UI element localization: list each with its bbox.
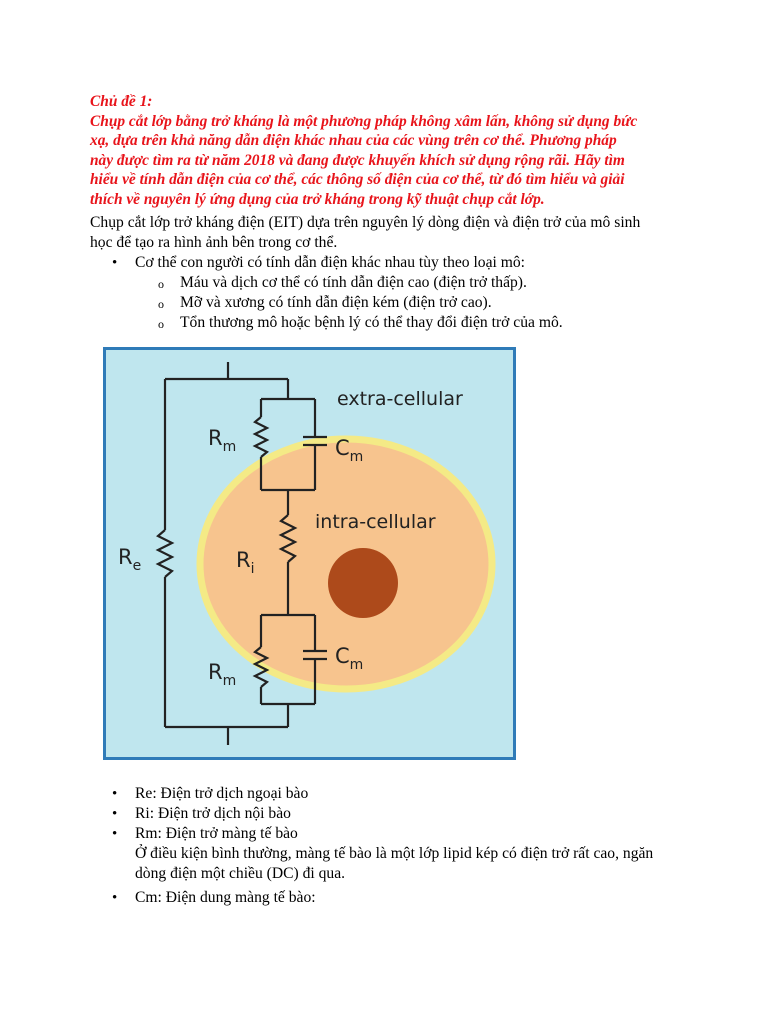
legend-section: • Re: Điện trở dịch ngoại bào • Ri: Điện… [90, 784, 710, 908]
cell-circuit-diagram: extra-cellular intra-cellular Rm Cm Re R… [103, 347, 516, 760]
circle-bullet-icon: o [158, 317, 164, 331]
topic-line: hiểu về tính dẫn điện của cơ thể, các th… [90, 171, 625, 188]
cm-top-label: Cm [335, 436, 363, 465]
list-item: • Cm: Điện dung màng tế bào: [90, 888, 710, 908]
circuit-wires [155, 362, 327, 745]
legend-rm: Rm: Điện trở màng tế bào [135, 825, 298, 842]
bullet-icon: • [112, 806, 118, 822]
list-item: • Re: Điện trở dịch ngoại bào [90, 784, 710, 804]
list-item-text: Cơ thể con người có tính dẫn điện khác n… [135, 254, 526, 271]
topic-line: xạ, dựa trên khả năng dẫn điện khác nhau… [90, 132, 617, 149]
nucleus [328, 548, 398, 618]
sub-item-text: Mỡ và xương có tính dẫn điện kém (điện t… [180, 294, 492, 311]
topic-line: này được tìm ra từ năm 2018 và đang được… [90, 151, 625, 169]
legend-re: Re: Điện trở dịch ngoại bào [135, 785, 309, 802]
bullet-icon: • [112, 890, 118, 906]
cm-bottom-label: Cm [335, 644, 363, 673]
ri-label: Ri [236, 548, 254, 577]
sub-list: o Máu và dịch cơ thể có tính dẫn điện ca… [135, 273, 710, 333]
re-label: Re [118, 545, 141, 574]
bullet-icon: • [112, 255, 118, 271]
intro-line: Chụp cắt lớp trở kháng điện (EIT) dựa tr… [90, 214, 641, 231]
document-body: Chủ đề 1: Chụp cắt lớp bằng trở kháng là… [90, 92, 710, 333]
topic-heading: Chủ đề 1: Chụp cắt lớp bằng trở kháng là… [90, 92, 710, 209]
legend-ri: Ri: Điện trở dịch nội bào [135, 805, 291, 822]
diagram-labels: extra-cellular intra-cellular Rm Cm Re R… [118, 388, 463, 689]
rm-bottom-label: Rm [208, 660, 236, 689]
circle-bullet-icon: o [158, 277, 164, 291]
list-item: • Cơ thể con người có tính dẫn điện khác… [90, 253, 710, 333]
sub-list-item: o Tổn thương mô hoặc bệnh lý có thể thay… [90, 313, 710, 333]
diagram-svg: extra-cellular intra-cellular Rm Cm Re R… [103, 347, 516, 760]
topic-line: thích về nguyên lý ứng dụng của trở khán… [90, 190, 545, 208]
sub-list-item: o Máu và dịch cơ thể có tính dẫn điện ca… [90, 273, 710, 293]
list-item: • Rm: Điện trở màng tế bào Ở điều kiện b… [90, 824, 710, 884]
sub-list-item: o Mỡ và xương có tính dẫn điện kém (điện… [90, 293, 710, 313]
bullet-icon: • [112, 786, 118, 802]
topic-label: Chủ đề 1: [90, 93, 153, 110]
intro-line: học để tạo ra hình ảnh bên trong cơ thể. [90, 234, 338, 251]
list-item: • Ri: Điện trở dịch nội bào [90, 804, 710, 824]
circle-bullet-icon: o [158, 297, 164, 311]
legend-list: • Re: Điện trở dịch ngoại bào • Ri: Điện… [90, 784, 710, 908]
intro-paragraph: Chụp cắt lớp trở kháng điện (EIT) dựa tr… [90, 213, 710, 253]
tissue-list: • Cơ thể con người có tính dẫn điện khác… [90, 253, 710, 333]
rm-top-label: Rm [208, 426, 236, 455]
sub-item-text: Tổn thương mô hoặc bệnh lý có thể thay đ… [180, 314, 563, 331]
legend-note-line: dòng điện một chiều (DC) đi qua. [135, 865, 346, 882]
legend-note-line: Ở điều kiện bình thường, màng tế bào là … [135, 845, 654, 862]
extra-cellular-label: extra-cellular [337, 388, 463, 410]
bullet-icon: • [112, 826, 118, 842]
legend-cm: Cm: Điện dung màng tế bào: [135, 889, 316, 906]
sub-item-text: Máu và dịch cơ thể có tính dẫn điện cao … [180, 274, 527, 291]
topic-line: Chụp cắt lớp bằng trở kháng là một phươn… [90, 112, 638, 130]
intra-cellular-label: intra-cellular [315, 511, 436, 533]
